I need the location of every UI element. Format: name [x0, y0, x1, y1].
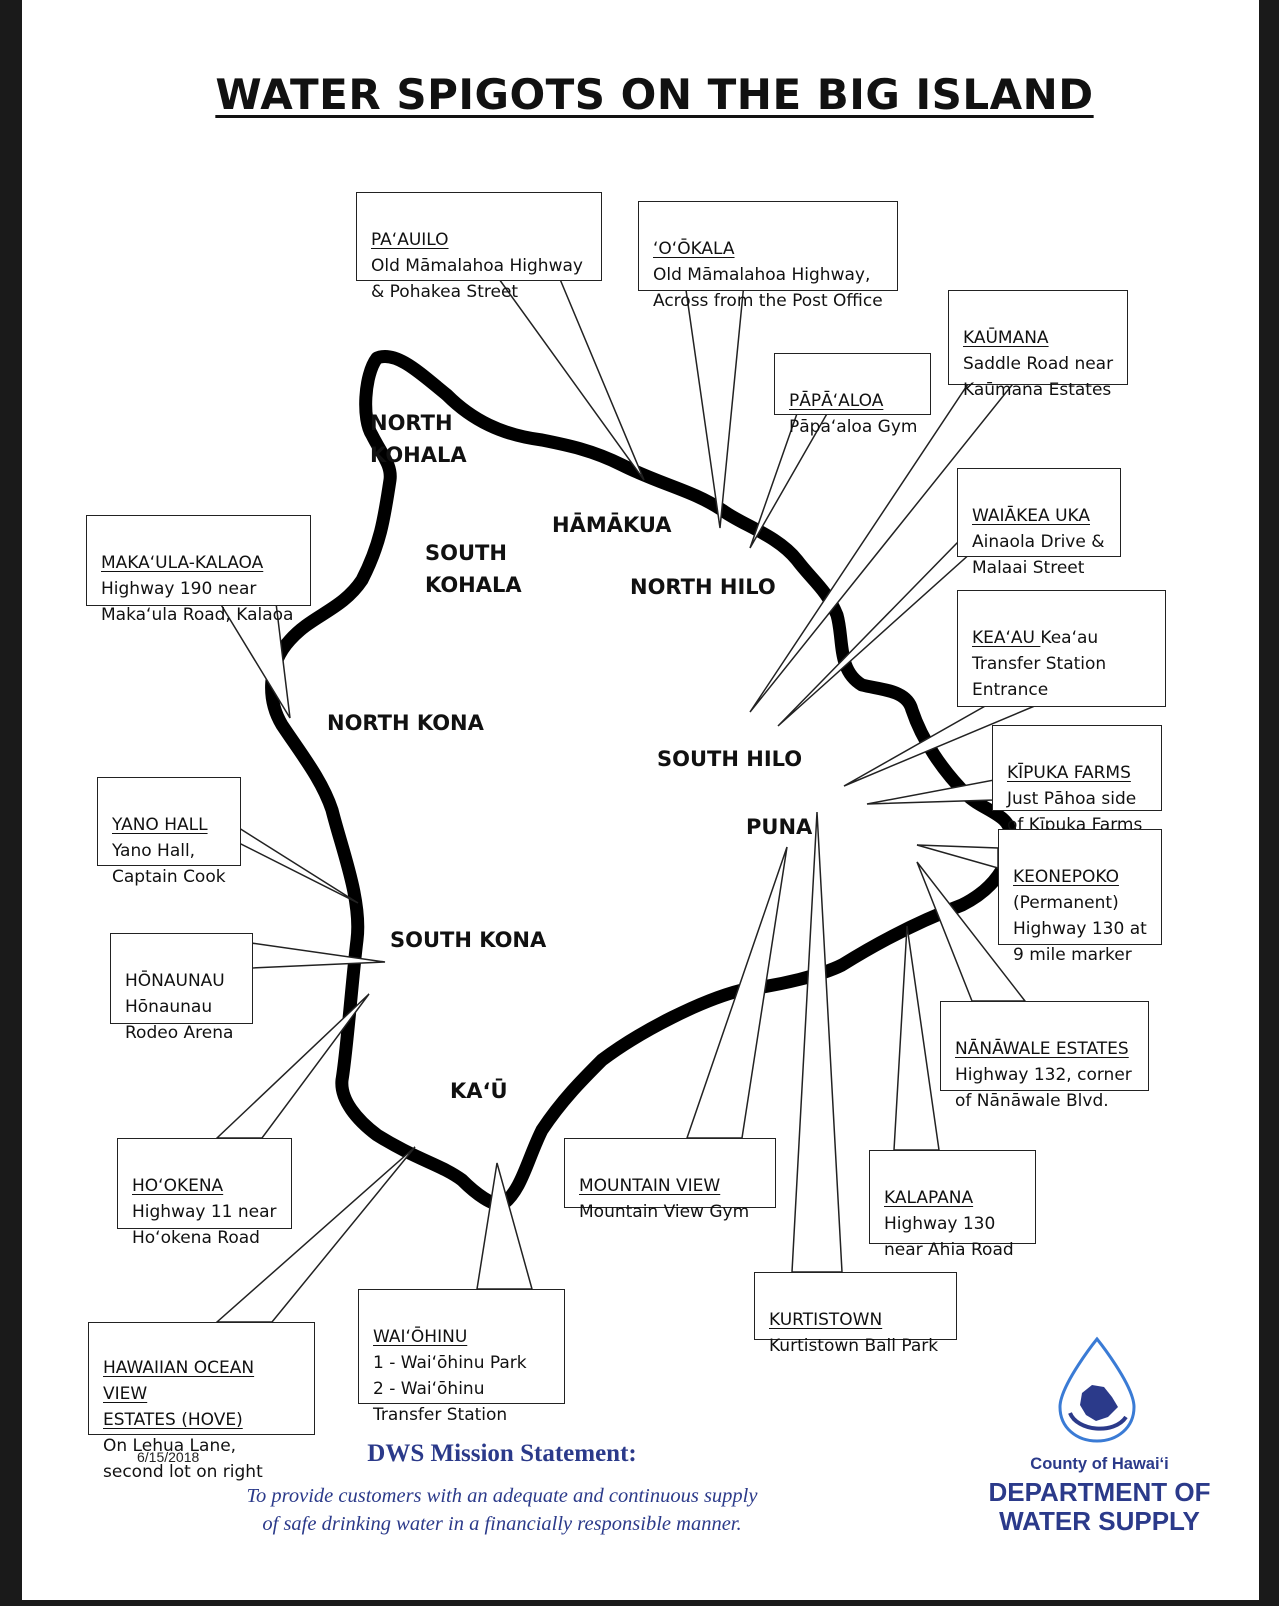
callout-waiohinu: WAI‘ŌHINU 1 - Wai‘ōhinu Park 2 - Wai‘ōhin… [358, 1289, 565, 1425]
pointer-kipuka [866, 779, 995, 805]
spigot-desc: Highway 130 near Ahia Road [884, 1214, 1014, 1260]
pointer-honaunau [250, 942, 386, 969]
mission-text: To provide customers with an adequate an… [246, 1485, 758, 1535]
callout-nanawale-estates: NĀNĀWALE ESTATES Highway 132, corner of N… [940, 1001, 1149, 1111]
spigot-name: HO‘OKENA [132, 1176, 224, 1196]
page-title: WATER SPIGOTS ON THE BIG ISLAND [215, 70, 1094, 119]
spigot-desc: Highway 11 near Ho‘okena Road [132, 1202, 277, 1248]
island-map [215, 271, 1038, 1323]
callout-yano-hall: YANO HALL Yano Hall, Captain Cook [97, 777, 241, 887]
district-hamakua: HĀMĀKUA [552, 513, 672, 537]
spigot-name: KURTISTOWN [769, 1310, 883, 1330]
spigot-desc: Pāpa‘aloa Gym [789, 417, 918, 437]
pointer-kalapana [893, 925, 940, 1151]
spigot-desc: Highway 132, corner of Nānāwale Blvd. [955, 1065, 1132, 1111]
pointer-keonepoko [916, 844, 999, 869]
spigot-name: HAWAIIAN OCEAN VIEW ESTATES (HOVE) [103, 1358, 255, 1430]
spigot-name: MAKA‘ULA-KALAOA [101, 553, 264, 573]
spigot-name: WAI‘ŌHINU [373, 1327, 468, 1347]
district-puna: PUNA [746, 815, 813, 839]
spigot-name: YANO HALL [112, 815, 208, 835]
spigot-desc: Kurtistown Ball Park [769, 1336, 939, 1356]
spigot-name: MOUNTAIN VIEW [579, 1176, 721, 1196]
callout-kalapana: KALAPANA Highway 130 near Ahia Road [869, 1150, 1036, 1260]
water-drop-logo-icon [1058, 1336, 1136, 1443]
district-north-hilo: NORTH HILO [630, 575, 776, 599]
spigot-desc: Hōnaunau Rodeo Arena [125, 997, 234, 1043]
district-kau: KA‘Ū [450, 1079, 508, 1103]
spigot-desc: Highway 190 near Maka‘ula Road, Kalaoa [101, 579, 294, 625]
island-outline [265, 350, 1017, 1212]
callout-honaunau: HŌNAUNAU Hōnaunau Rodeo Arena [110, 933, 253, 1043]
spigot-desc: Old Māmalahoa Highway & Pohakea Street [371, 256, 583, 302]
spigot-desc: 1 - Wai‘ōhinu Park 2 - Wai‘ōhinu Transfe… [373, 1353, 527, 1425]
spigot-name: PĀPĀ‘ALOA [789, 391, 884, 411]
spigot-desc: Yano Hall, Captain Cook [112, 841, 226, 887]
spigot-name: KAŪMANA [963, 328, 1049, 348]
callout-keonepoko: KEONEPOKO (Permanent) Highway 130 at 9 mi… [998, 829, 1162, 965]
callout-papaaloa: PĀPĀ‘ALOA Pāpa‘aloa Gym [774, 353, 931, 437]
county-name: County of Hawai‘i [1030, 1455, 1169, 1473]
pointer-kurtistown [791, 811, 843, 1273]
callout-paauilo: PA‘AUILO Old Māmalahoa Highway & Pohakea … [356, 192, 602, 302]
callout-makaula-kalaoa: MAKA‘ULA-KALAOA Highway 190 near Maka‘ula… [86, 515, 311, 625]
spigot-desc: Saddle Road near Kaūmana Estates [963, 354, 1114, 400]
spigot-desc: Mountain View Gym [579, 1202, 750, 1222]
spigot-desc: Kea‘au Transfer Station Entrance [972, 628, 1107, 700]
pointer-mountain-view [685, 846, 788, 1139]
spigot-name: KALAPANA [884, 1188, 974, 1208]
spigot-desc: Ainaola Drive & Malaai Street [972, 532, 1105, 578]
district-south-hilo: SOUTH HILO [657, 747, 803, 771]
spigot-desc: Old Māmalahoa Highway, Across from the P… [653, 265, 883, 311]
spigot-name: ‘O‘ŌKALA [653, 239, 735, 259]
spigot-name: PA‘AUILO [371, 230, 449, 250]
spigot-name: HŌNAUNAU [125, 971, 225, 991]
spigot-desc: On Lehua Lane, second lot on right [103, 1436, 263, 1482]
spigot-name: KĪPUKA FARMS [1007, 763, 1131, 783]
district-north-kona: NORTH KONA [327, 711, 484, 735]
district-south-kona: SOUTH KONA [390, 928, 547, 952]
callout-mountain-view: MOUNTAIN VIEW Mountain View Gym [564, 1138, 776, 1222]
mission-title: DWS Mission Statement: [367, 1440, 637, 1467]
district-south-kohala: SOUTH KOHALA [425, 541, 522, 597]
callout-pointers [215, 271, 1038, 1323]
department-name: DEPARTMENT OF WATER SUPPLY [988, 1477, 1211, 1536]
callout-kurtistown: KURTISTOWN Kurtistown Ball Park [754, 1272, 957, 1356]
spigot-desc: (Permanent) Highway 130 at 9 mile marker [1013, 893, 1147, 965]
callout-keaau: KEA‘AU Kea‘au Transfer Station Entrance [957, 590, 1166, 707]
spigot-name: KEA‘AU [972, 628, 1041, 648]
date-stamp: 6/15/2018 [137, 1449, 200, 1465]
callout-hove: HAWAIIAN OCEAN VIEW ESTATES (HOVE) On Leh… [88, 1322, 315, 1482]
spigot-name: NĀNĀWALE ESTATES [955, 1039, 1129, 1059]
callout-ookala: ‘O‘ŌKALA Old Māmalahoa Highway, Across fr… [638, 201, 898, 311]
district-north-kohala: NORTH KOHALA [370, 411, 467, 467]
spigot-name: KEONEPOKO [1013, 867, 1119, 887]
callout-kaumana: KAŪMANA Saddle Road near Kaūmana Estates [948, 290, 1128, 400]
map-page: WATER SPIGOTS ON THE BIG ISLAND NORTH KO… [22, 0, 1259, 1600]
callout-hookena: HO‘OKENA Highway 11 near Ho‘okena Road [117, 1138, 292, 1248]
callout-waiakea-uka: WAIĀKEA UKA Ainaola Drive & Malaai Street [957, 468, 1121, 578]
spigot-name: WAIĀKEA UKA [972, 506, 1090, 526]
